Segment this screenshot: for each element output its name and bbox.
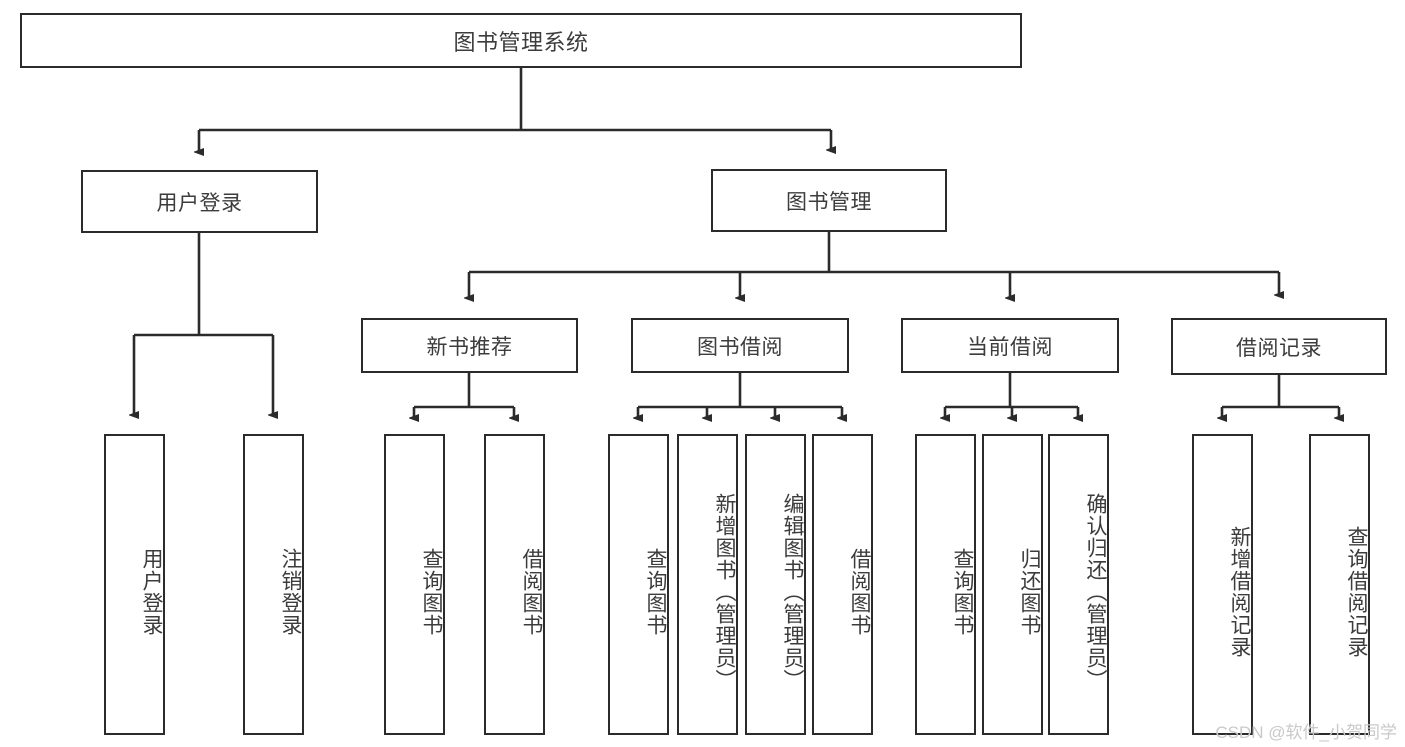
node-label: 确认归还（管理员） xyxy=(1084,492,1107,691)
node-leaf-confirm-return-admin[interactable]: 确认归还（管理员） xyxy=(1048,434,1109,735)
node-book-management[interactable]: 图书管理 xyxy=(711,169,947,232)
node-leaf-add-book-admin[interactable]: 新增图书（管理员） xyxy=(677,434,738,735)
node-label: 借阅记录 xyxy=(1236,336,1322,360)
node-leaf-user-login[interactable]: 用户登录 xyxy=(104,434,165,735)
node-leaf-borrow-book-newbook[interactable]: 借阅图书 xyxy=(484,434,545,735)
node-leaf-return-book[interactable]: 归还图书 xyxy=(982,434,1043,735)
node-leaf-query-book-borrow[interactable]: 查询图书 xyxy=(608,434,669,735)
node-borrow-record[interactable]: 借阅记录 xyxy=(1171,318,1387,375)
node-label: 新增借阅记录 xyxy=(1228,525,1251,658)
node-label: 查询图书 xyxy=(644,547,667,636)
node-leaf-query-book-newbook[interactable]: 查询图书 xyxy=(384,434,445,735)
node-leaf-edit-book-admin[interactable]: 编辑图书（管理员） xyxy=(745,434,806,735)
node-root-book-management-system[interactable]: 图书管理系统 xyxy=(20,13,1022,68)
node-label: 注销登录 xyxy=(279,547,302,636)
node-leaf-add-borrow-record[interactable]: 新增借阅记录 xyxy=(1192,434,1253,735)
node-leaf-query-book-current[interactable]: 查询图书 xyxy=(915,434,976,735)
node-leaf-borrow-book-borrow[interactable]: 借阅图书 xyxy=(812,434,873,735)
node-label: 借阅图书 xyxy=(520,547,543,636)
node-label: 图书管理 xyxy=(786,190,872,214)
node-label: 归还图书 xyxy=(1018,547,1041,636)
node-label: 查询图书 xyxy=(951,547,974,636)
node-label: 图书借阅 xyxy=(697,335,783,359)
node-label: 借阅图书 xyxy=(848,547,871,636)
node-label: 用户登录 xyxy=(140,547,163,636)
node-label: 编辑图书（管理员） xyxy=(781,492,804,691)
node-label: 新增图书（管理员） xyxy=(713,492,736,691)
node-user-login[interactable]: 用户登录 xyxy=(81,170,318,233)
node-label: 查询图书 xyxy=(420,547,443,636)
node-label: 用户登录 xyxy=(156,191,243,215)
node-current-borrow[interactable]: 当前借阅 xyxy=(901,318,1119,373)
node-leaf-query-borrow-record[interactable]: 查询借阅记录 xyxy=(1309,434,1370,735)
node-leaf-logout-login[interactable]: 注销登录 xyxy=(243,434,304,735)
node-label: 当前借阅 xyxy=(967,335,1053,359)
node-label: 新书推荐 xyxy=(426,335,513,359)
node-label: 查询借阅记录 xyxy=(1345,525,1368,658)
node-label: 图书管理系统 xyxy=(453,29,589,55)
node-new-book-recommend[interactable]: 新书推荐 xyxy=(361,318,578,373)
node-book-borrow[interactable]: 图书借阅 xyxy=(631,318,849,373)
